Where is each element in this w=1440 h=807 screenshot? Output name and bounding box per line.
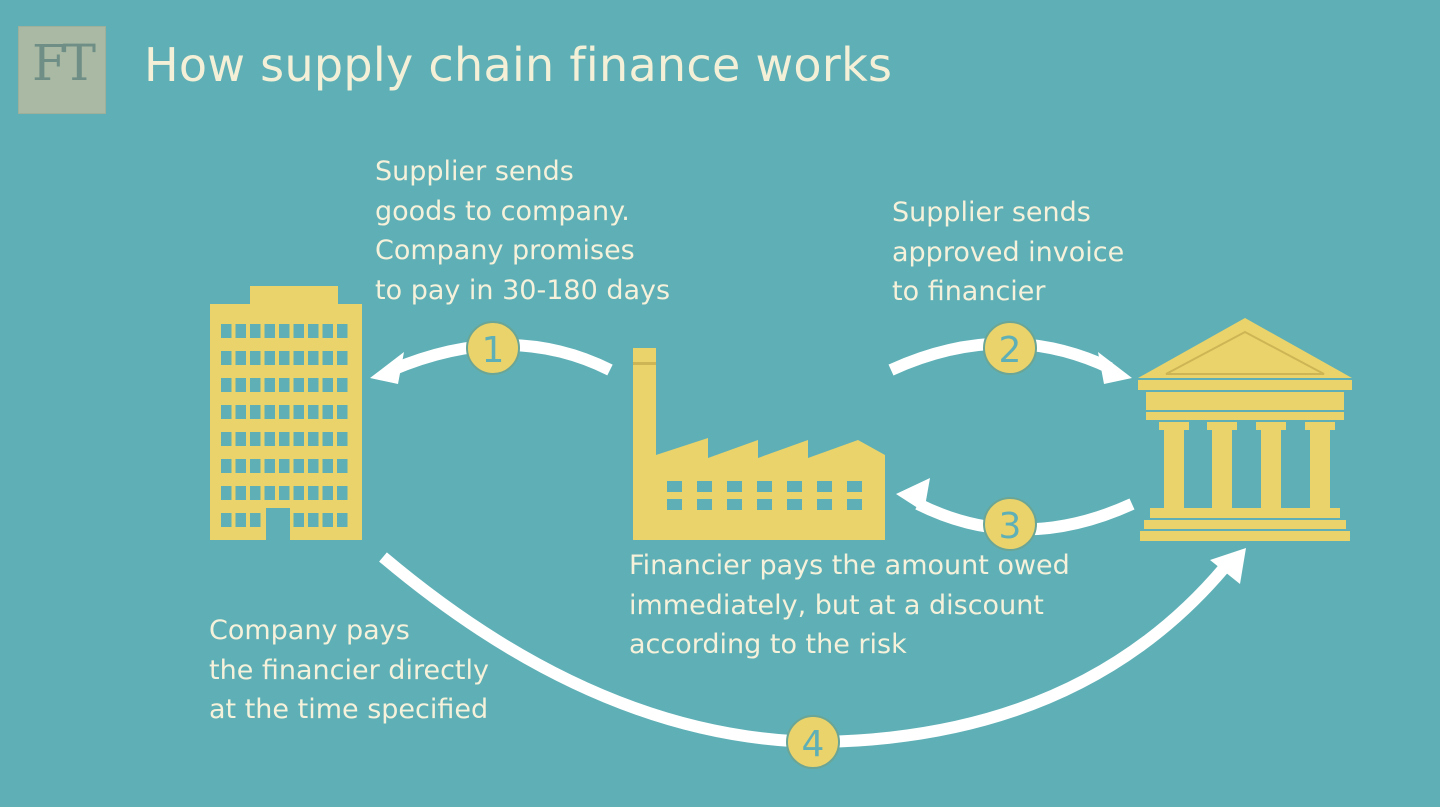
step-3-caption: Financier pays the amount owed immediate… xyxy=(629,546,1070,665)
step-badge-3: 3 xyxy=(983,497,1037,551)
factory-icon xyxy=(633,348,885,540)
caption-line: Supplier sends xyxy=(375,156,574,187)
caption-line: the financier directly xyxy=(209,654,489,686)
step-badge-1: 1 xyxy=(466,321,520,375)
page-title: How supply chain finance works xyxy=(144,38,893,92)
step-1-caption: Supplier sends goods to company. Company… xyxy=(375,152,670,310)
bank-icon xyxy=(1138,318,1352,541)
arrowhead-3 xyxy=(896,478,930,512)
step-4-caption: Company pays the financier directly at t… xyxy=(209,611,489,730)
step-number-2: 2 xyxy=(999,330,1022,371)
caption-line: goods to company. xyxy=(375,195,630,227)
arrowhead-4 xyxy=(1210,548,1246,584)
caption-line: to financier xyxy=(892,276,1046,307)
arrowhead-2 xyxy=(1098,352,1132,384)
office-building-icon xyxy=(210,286,362,540)
arrowhead-1 xyxy=(370,352,404,384)
caption-line: immediately, but at a discount xyxy=(629,589,1044,621)
ft-logo: FT xyxy=(18,26,106,114)
caption-line: Company pays xyxy=(209,615,410,646)
step-badge-2: 2 xyxy=(983,321,1037,375)
step-badge-4: 4 xyxy=(786,715,840,769)
step-2-caption: Supplier sends approved invoice to finan… xyxy=(892,193,1124,312)
caption-line: Company promises xyxy=(375,235,635,266)
caption-line: Financier pays the amount owed xyxy=(629,550,1070,581)
caption-line: Supplier sends xyxy=(892,197,1091,228)
step-number-1: 1 xyxy=(482,330,505,371)
caption-line: at the time specified xyxy=(209,694,489,725)
step-number-3: 3 xyxy=(999,506,1022,547)
ft-logo-text: FT xyxy=(31,34,96,92)
caption-line: to pay in 30-180 days xyxy=(375,274,671,306)
caption-line: according to the risk xyxy=(629,629,907,660)
step-number-4: 4 xyxy=(802,724,825,765)
caption-line: approved invoice xyxy=(892,236,1125,268)
